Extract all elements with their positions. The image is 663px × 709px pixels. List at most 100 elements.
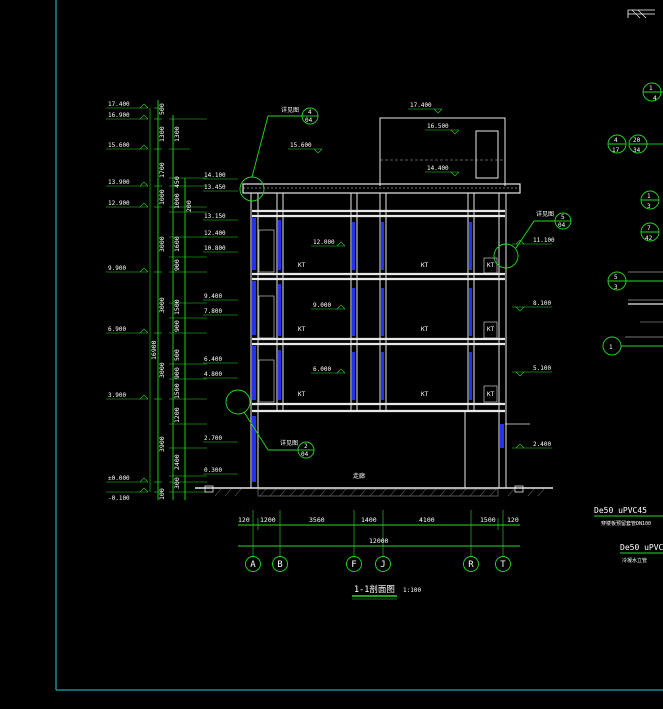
elev-label: 15.600 bbox=[290, 142, 312, 149]
elev-label: 6.000 bbox=[313, 366, 331, 373]
dim-total: 12000 bbox=[369, 537, 389, 545]
room-label: KT bbox=[298, 262, 306, 269]
room-label: KT bbox=[487, 262, 495, 269]
roof-window bbox=[475, 130, 499, 179]
detail-callouts: 详见图 4 04 详见图 5 04 详见图 2 04 bbox=[225, 106, 572, 459]
foundation-hatch bbox=[257, 488, 499, 497]
dim-value: 500 bbox=[173, 349, 181, 361]
elev-label: 17.400 bbox=[108, 101, 130, 108]
left-dimension-chains bbox=[106, 100, 207, 500]
axis-label: A bbox=[250, 560, 256, 570]
dim-total: 16900 bbox=[150, 340, 158, 360]
bottom-dimensions: 120 1200 3560 1400 4100 1500 120 12000 bbox=[238, 510, 520, 557]
elev-label: 14.100 bbox=[204, 172, 226, 179]
callout-text: 详见图 bbox=[280, 439, 298, 447]
callout-num: 5 bbox=[561, 214, 565, 221]
dim-value: 1500 bbox=[173, 383, 181, 399]
detail-circle bbox=[493, 243, 519, 269]
right-elevations: 11.100 8.100 5.100 2.400 bbox=[512, 237, 555, 449]
elev-label: 13.900 bbox=[108, 179, 130, 186]
dim-value: 3000 bbox=[158, 362, 166, 378]
panel-callout: 4 bbox=[653, 95, 657, 102]
dim-value: 1000 bbox=[158, 189, 166, 205]
callout-num: 2 bbox=[304, 443, 308, 450]
panel-callout: 1 bbox=[647, 193, 651, 200]
dim-value: 3900 bbox=[158, 436, 166, 452]
dim-value: 200 bbox=[185, 200, 193, 212]
elev-label: 13.150 bbox=[204, 213, 226, 220]
building-section bbox=[195, 117, 553, 497]
elev-label: 2.700 bbox=[204, 435, 222, 442]
elev-label: 12.900 bbox=[108, 200, 130, 207]
panel-callout: 20 bbox=[633, 137, 641, 144]
elev-label: 11.100 bbox=[533, 237, 555, 244]
elev-label: 13.450 bbox=[204, 184, 226, 191]
inner-elevations: 14.100 13.450 13.150 12.400 10.800 9.400… bbox=[203, 172, 238, 475]
axis-label: J bbox=[380, 560, 385, 570]
legend-title: De50 uPVC bbox=[620, 543, 663, 552]
elev-label: 6.900 bbox=[108, 326, 126, 333]
left-elevations: 17.400 16.900 15.600 13.900 12.900 9.900… bbox=[108, 101, 130, 502]
left-dims-outer: 500 1300 1700 1000 3000 3000 3000 3900 1… bbox=[150, 103, 166, 500]
elev-label: 6.400 bbox=[204, 356, 222, 363]
dim-value: 1700 bbox=[158, 162, 166, 178]
axis-label: R bbox=[468, 560, 474, 570]
panel-callout: 5 bbox=[614, 274, 618, 281]
elev-label: 3.900 bbox=[108, 392, 126, 399]
room-label: 走廊 bbox=[353, 472, 365, 480]
dim-value: 1400 bbox=[361, 516, 377, 524]
dim-value: 900 bbox=[173, 367, 181, 379]
axis-label: F bbox=[351, 560, 356, 570]
dim-value: 900 bbox=[173, 259, 181, 271]
room-label: KT bbox=[487, 326, 495, 333]
dim-value: 2400 bbox=[173, 454, 181, 470]
callout-sheet: 04 bbox=[301, 451, 309, 458]
axis-label: B bbox=[277, 560, 282, 570]
panel-callout: 4 bbox=[614, 137, 618, 144]
callout-num: 4 bbox=[308, 109, 312, 116]
elev-label: 4.800 bbox=[204, 371, 222, 378]
roof-elevations: 17.400 16.500 15.600 14.400 bbox=[288, 102, 460, 177]
panel-callout: 42 bbox=[645, 235, 653, 242]
dim-value: 3560 bbox=[309, 516, 325, 524]
dim-value: 450 bbox=[173, 176, 181, 188]
elev-label: 12.400 bbox=[204, 230, 226, 237]
legend-sub: 穿楼板预留套管DN100 bbox=[601, 520, 651, 527]
dim-value: 900 bbox=[173, 320, 181, 332]
dim-value: 3000 bbox=[158, 236, 166, 252]
panel-callout: 3 bbox=[647, 203, 651, 210]
drawing-title: 1-1剖面图 1:100 bbox=[352, 584, 421, 600]
dim-value: 1600 bbox=[173, 236, 181, 252]
elev-label: 17.400 bbox=[410, 102, 432, 109]
dim-value: 1200 bbox=[260, 516, 276, 524]
left-dims-inner: 1300 450 1000 200 1600 900 1500 900 500 … bbox=[173, 126, 193, 489]
detail-circle bbox=[225, 389, 251, 415]
elev-label: 2.400 bbox=[533, 441, 551, 448]
dim-value: 120 bbox=[238, 516, 250, 524]
room-label: KT bbox=[421, 391, 429, 398]
room-tags: KT KT KT KT KT KT KT KT KT 走廊 bbox=[298, 262, 495, 480]
axis-label: T bbox=[500, 560, 506, 570]
room-label: KT bbox=[298, 326, 306, 333]
dim-value: 1500 bbox=[480, 516, 496, 524]
elev-label: 16.500 bbox=[427, 123, 449, 130]
dim-value: 100 bbox=[158, 488, 166, 500]
room-label: KT bbox=[298, 391, 306, 398]
elev-label: 5.100 bbox=[533, 365, 551, 372]
panel-callout: 7 bbox=[647, 225, 651, 232]
scale-text: 1:100 bbox=[403, 587, 421, 594]
panel-callout: 1 bbox=[609, 344, 613, 351]
callout-text: 详见图 bbox=[536, 210, 554, 218]
elev-label: 8.100 bbox=[533, 300, 551, 307]
dim-value: 3000 bbox=[158, 297, 166, 313]
window-glazing bbox=[252, 218, 504, 482]
dim-value: 120 bbox=[507, 516, 519, 524]
panel-callout: 17 bbox=[612, 147, 620, 154]
elev-label: 15.600 bbox=[108, 142, 130, 149]
callout-text: 详见图 bbox=[281, 106, 299, 114]
elev-label: 7.800 bbox=[204, 308, 222, 315]
legend-title: De50 uPVC45 bbox=[594, 506, 647, 515]
elev-label: 12.000 bbox=[313, 239, 335, 246]
panel-callout: 1 bbox=[649, 85, 653, 92]
